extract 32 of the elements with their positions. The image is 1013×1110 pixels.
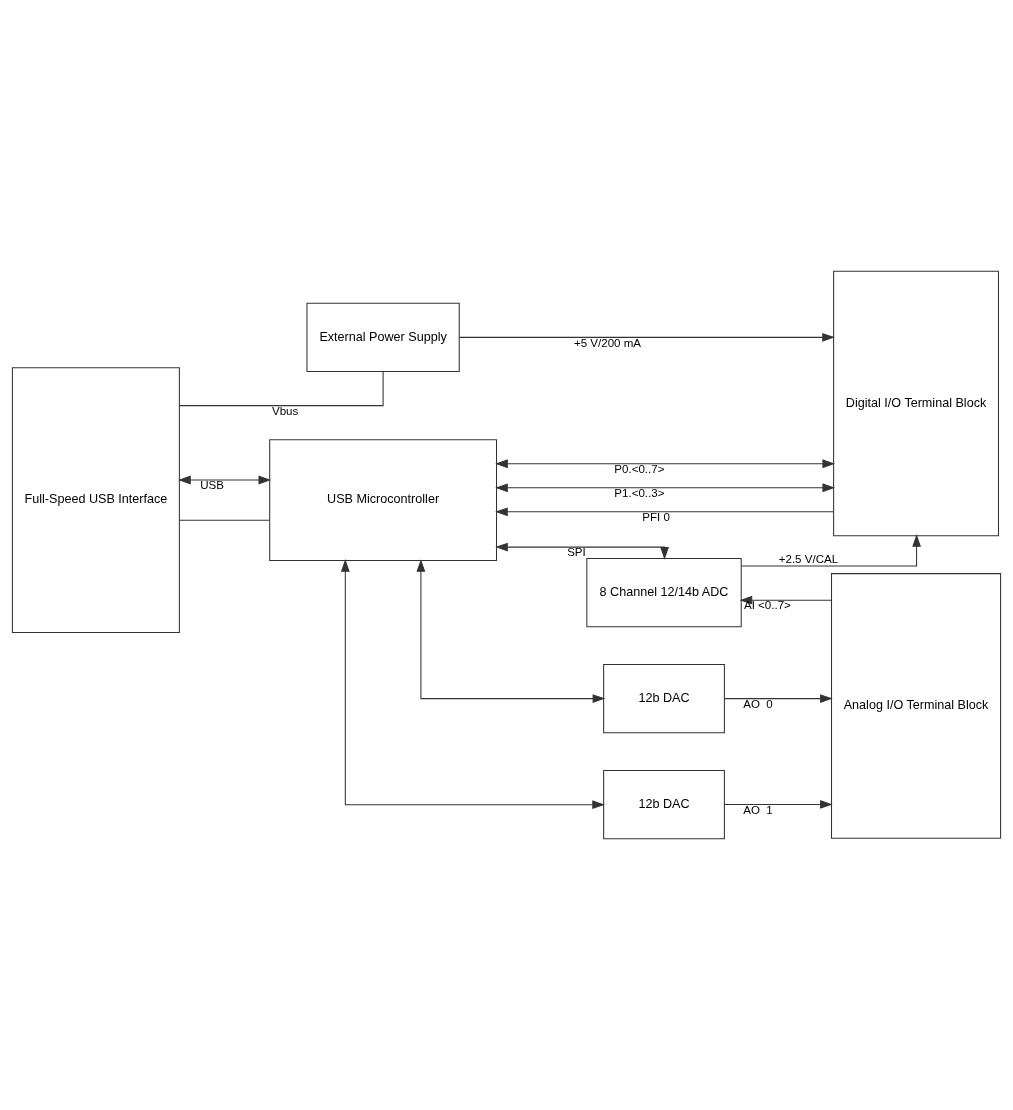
edge-label: +2.5 V/CAL (778, 552, 839, 565)
arrow (724, 800, 833, 809)
arrow (495, 507, 834, 517)
node-box: 8 Channel 12/14b ADC (586, 557, 742, 628)
connector (179, 519, 271, 521)
edge-label: AI <0..7> (743, 599, 791, 612)
arrow (495, 483, 836, 493)
node-box: External Power Supply (306, 302, 460, 372)
edge-label: AO 1 (743, 803, 773, 816)
arrow (416, 559, 606, 703)
arrow (495, 542, 669, 560)
node-box: 12b DAC (603, 770, 725, 840)
arrow (724, 694, 833, 703)
node-box: USB Microcontroller (269, 439, 498, 562)
arrow (178, 475, 272, 485)
edge-label: SPI (567, 546, 586, 559)
arrow (495, 459, 836, 469)
node-box: 12b DAC (603, 663, 725, 734)
edge-label: Vbus (272, 404, 299, 417)
arrow (340, 559, 605, 810)
edge-label: P0.<0..7> (614, 463, 665, 476)
edge-label: PFI 0 (642, 511, 670, 524)
node-box: Digital I/O Terminal Block (833, 270, 999, 537)
edge-label: P1.<0..3> (614, 487, 665, 500)
node-box: Analog I/O Terminal Block (831, 573, 1002, 839)
connector (179, 371, 384, 407)
edge-label: +5 V/200 mA (573, 336, 642, 349)
edge-label: AO 0 (743, 697, 773, 710)
arrow (458, 332, 835, 342)
arrow (741, 534, 921, 567)
edge-label: USB (200, 479, 224, 492)
node-box: Full-Speed USB Interface (11, 367, 180, 633)
